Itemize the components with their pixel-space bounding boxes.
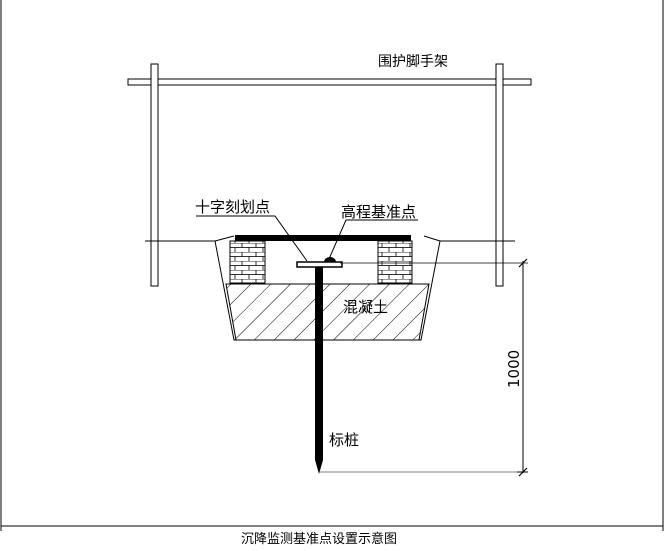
caption: 沉降监测基准点设置示意图 [241, 531, 397, 547]
benchmark-label: 高程基准点 [341, 203, 416, 221]
cover-plate [235, 235, 411, 241]
brick-pier-right [377, 240, 413, 284]
benchmark-leader [328, 219, 418, 260]
cross-mark-label: 十字刻划点 [195, 198, 270, 216]
scaffold [127, 63, 532, 287]
depth-label: 1000 [505, 350, 523, 388]
ground-surface [145, 235, 515, 242]
scaffold-post-left [150, 63, 159, 287]
scaffold-post-right [495, 63, 504, 287]
marker-dome [324, 257, 336, 262]
concrete-block [225, 283, 430, 341]
cross-mark-leader [196, 215, 308, 262]
scaffold-beam [127, 78, 532, 86]
brick-pier-left [229, 240, 266, 284]
marker-cap-plate [296, 261, 343, 268]
scaffold-label: 围护脚手架 [378, 54, 448, 70]
pile-label: 标桩 [329, 431, 359, 449]
depth-dimension [320, 258, 528, 477]
pile [315, 267, 323, 474]
concrete-label: 混凝土 [343, 298, 388, 316]
